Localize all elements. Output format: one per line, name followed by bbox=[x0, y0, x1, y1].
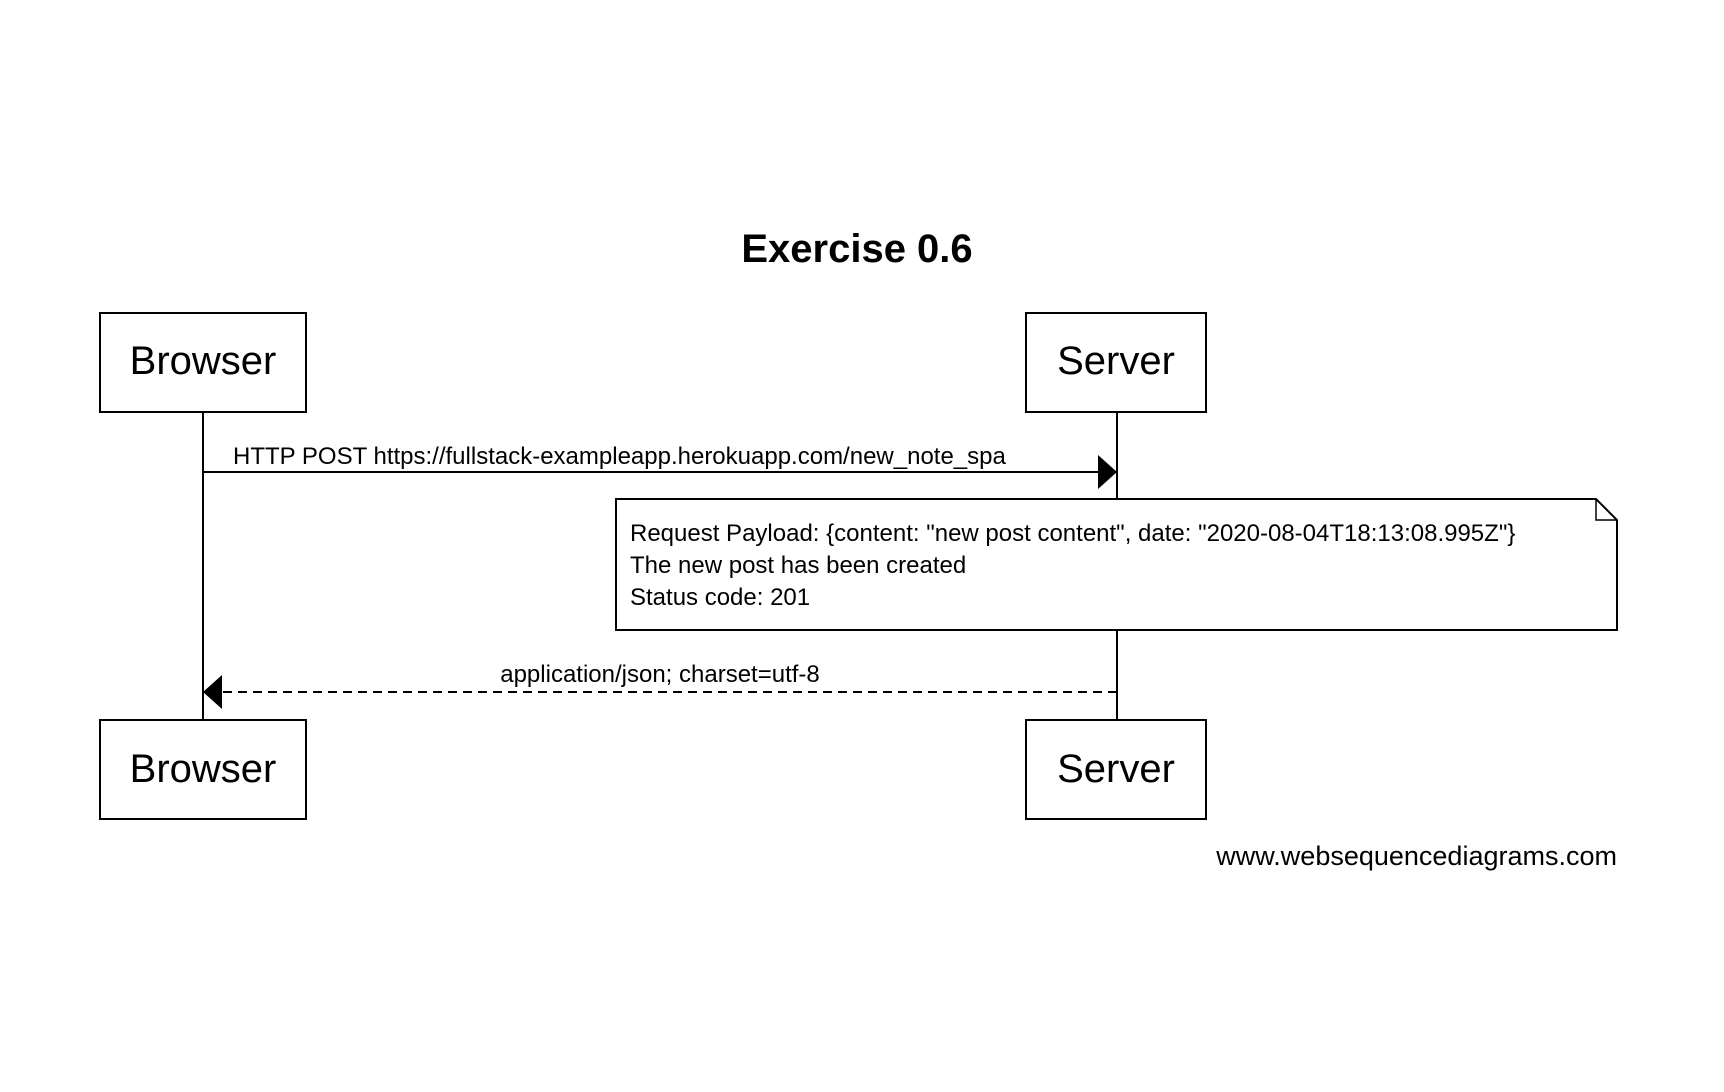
participant-browser-bottom-label: Browser bbox=[130, 747, 277, 791]
arrowhead-right-icon bbox=[1098, 455, 1117, 489]
note-line-status: Status code: 201 bbox=[630, 584, 810, 611]
participant-server-top: Server bbox=[1025, 312, 1207, 413]
note-box bbox=[615, 498, 1618, 631]
note: Request Payload: {content: "new post con… bbox=[615, 498, 1618, 631]
message-json-response-label: application/json; charset=utf-8 bbox=[500, 661, 820, 688]
arrowhead-left-icon bbox=[203, 675, 222, 709]
participant-server-bottom-label: Server bbox=[1057, 747, 1175, 791]
diagram-title: Exercise 0.6 bbox=[741, 227, 972, 271]
participant-browser-top-label: Browser bbox=[130, 339, 277, 383]
participant-browser-bottom: Browser bbox=[99, 719, 307, 820]
message-http-post: HTTP POST https://fullstack-exampleapp.h… bbox=[203, 443, 1117, 489]
watermark: www.websequencediagrams.com bbox=[1215, 841, 1617, 871]
note-line-created: The new post has been created bbox=[630, 552, 966, 579]
participant-browser-top: Browser bbox=[99, 312, 307, 413]
note-line-payload: Request Payload: {content: "new post con… bbox=[630, 520, 1515, 547]
participant-server-bottom: Server bbox=[1025, 719, 1207, 820]
participant-server-top-label: Server bbox=[1057, 339, 1175, 383]
note-folded-corner-icon bbox=[1595, 499, 1617, 521]
message-http-post-label: HTTP POST https://fullstack-exampleapp.h… bbox=[233, 443, 1007, 470]
message-json-response: application/json; charset=utf-8 bbox=[203, 661, 1117, 709]
